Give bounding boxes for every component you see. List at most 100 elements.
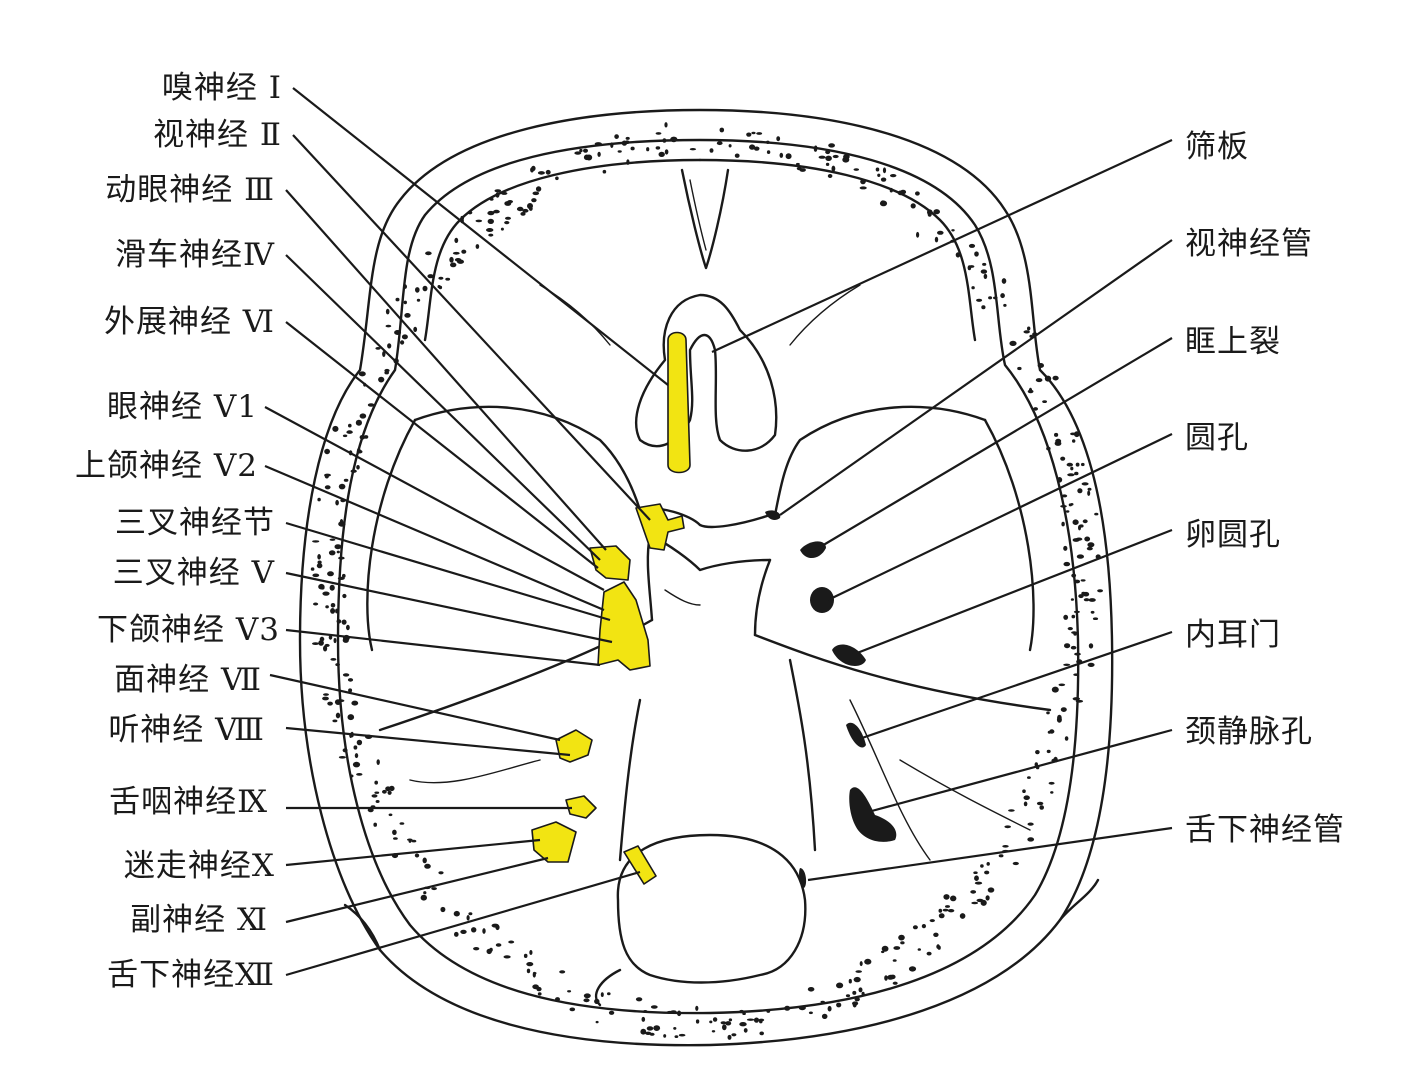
- bone-stipple-dot: [722, 1024, 727, 1031]
- bone-stipple-dot: [725, 1021, 732, 1026]
- bone-stipple-dot: [1057, 714, 1062, 721]
- bone-stipple-dot: [689, 148, 697, 151]
- bone-stipple-dot: [1078, 594, 1084, 599]
- bone-stipple-dot: [355, 419, 362, 426]
- bone-stipple-dot: [1063, 561, 1071, 567]
- bone-stipple-dot: [1087, 490, 1091, 496]
- bone-stipple-dot: [482, 928, 486, 934]
- bone-stipple-dot: [1090, 610, 1095, 614]
- bone-stipple-dot: [422, 857, 427, 864]
- bone-stipple-dot: [753, 1017, 760, 1023]
- bone-stipple-dot: [371, 794, 378, 798]
- bone-stipple-dot: [617, 150, 622, 153]
- bone-stipple-dot: [843, 154, 850, 160]
- bone-stipple-dot: [889, 187, 893, 193]
- bone-stipple-dot: [827, 1005, 832, 1012]
- bone-stipple-dot: [845, 994, 851, 998]
- bone-stipple-dot: [933, 932, 939, 937]
- bone-stipple-dot: [574, 151, 582, 155]
- bone-stipple-dot: [1055, 438, 1062, 444]
- bone-stipple-dot: [403, 300, 407, 305]
- bone-stipple-dot: [853, 976, 861, 983]
- bone-stipple-dot: [1073, 579, 1081, 584]
- bone-stipple-dot: [329, 584, 335, 591]
- bone-stipple-dot: [799, 168, 806, 172]
- bone-stipple-dot: [610, 142, 614, 148]
- bone-stipple-dot: [1074, 652, 1081, 656]
- bone-stipple-dot: [1075, 699, 1084, 703]
- foramina: [765, 510, 897, 888]
- bone-stipple-dot: [438, 871, 444, 875]
- bone-stipple-dot: [335, 499, 339, 506]
- bone-stipple-dot: [796, 162, 800, 166]
- bone-stipple-dot: [674, 1035, 679, 1038]
- left-labels: 嗅神经 Ⅰ 视神经 Ⅱ 动眼神经 Ⅲ 滑车神经Ⅳ 外展神经 Ⅵ 眼神经 Ⅴ1 上…: [75, 70, 281, 993]
- bone-stipple-dot: [500, 227, 504, 231]
- bone-stipple-dot: [759, 1031, 764, 1036]
- bone-stipple-dot: [332, 425, 339, 432]
- bone-stipple-dot: [987, 887, 995, 893]
- bone-stipple-dot: [389, 785, 395, 792]
- bone-stipple-dot: [908, 966, 917, 972]
- bone-stipple-dot: [1027, 389, 1034, 394]
- bone-stipple-dot: [320, 585, 325, 590]
- bone-stipple-dot: [1033, 407, 1038, 411]
- bone-stipple-dot: [1022, 789, 1026, 793]
- bone-stipple-dot: [825, 155, 832, 161]
- bone-stipple-dot: [454, 258, 462, 262]
- bone-stipple-dot: [836, 1002, 842, 1008]
- bone-stipple-dot: [400, 340, 405, 345]
- bone-stipple-dot: [898, 934, 905, 941]
- bone-stipple-dot: [338, 556, 345, 560]
- bone-stipple-dot: [848, 978, 852, 984]
- bone-stipple-dot: [807, 987, 815, 992]
- bone-stipple-dot: [531, 165, 536, 171]
- bone-stipple-dot: [678, 1033, 686, 1037]
- bone-stipple-dot: [504, 221, 510, 225]
- bone-stipple-dot: [916, 231, 920, 238]
- bone-stipple-dot: [955, 252, 961, 258]
- bone-stipple-dot: [751, 131, 756, 135]
- bone-stipple-dot: [1073, 631, 1077, 636]
- label-vagus-nerve: 迷走神经Ⅹ: [124, 848, 275, 884]
- optic-canal-hole: [765, 510, 781, 520]
- bone-stipple-dot: [328, 635, 333, 640]
- bone-stipple-dot: [938, 908, 943, 913]
- bone-stipple-dot: [358, 371, 366, 377]
- bone-stipple-dot: [974, 875, 979, 881]
- bone-stipple-dot: [746, 132, 752, 137]
- bone-stipple-dot: [1074, 471, 1079, 476]
- bone-stipple-dot: [852, 1001, 859, 1006]
- bone-stipple-dot: [356, 448, 361, 454]
- bone-stipple-dot: [712, 1017, 718, 1022]
- bone-stipple-dot: [526, 968, 531, 974]
- optic-nerve: [635, 503, 685, 551]
- bone-stipple-dot: [655, 146, 661, 150]
- bone-stipple-dot: [394, 330, 402, 335]
- cranial-fossae: [366, 168, 1052, 1007]
- bone-stipple-dot: [415, 287, 420, 293]
- bone-stipple-dot: [951, 229, 955, 232]
- bone-stipple-dot: [422, 285, 428, 292]
- bone-stipple-dot: [827, 174, 833, 178]
- bone-stipple-dot: [1027, 822, 1034, 826]
- bone-stipple-dot: [1067, 473, 1075, 477]
- bone-stipple-dot: [431, 887, 437, 891]
- bone-stipple-dot: [508, 940, 515, 944]
- bone-stipple-dot: [1027, 326, 1031, 331]
- label-maxillary-nerve: 上颌神经 Ⅴ2: [75, 448, 258, 484]
- bone-stipple-dot: [338, 521, 346, 527]
- bone-stipple-dot: [1039, 805, 1044, 810]
- bone-stipple-dot: [1058, 683, 1066, 687]
- bone-stipple-dot: [1002, 845, 1009, 848]
- bone-stipple-dot: [1046, 711, 1050, 715]
- bone-stipple-dot: [354, 753, 359, 759]
- bone-stipple-dot: [424, 863, 431, 869]
- bone-stipple-dot: [808, 1011, 813, 1015]
- bone-stipple-dot: [976, 298, 983, 302]
- bone-stipple-dot: [437, 285, 441, 289]
- bone-stipple-dot: [821, 1013, 828, 1020]
- bone-stipple-dot: [1004, 825, 1011, 829]
- bone-stipple-dot: [853, 168, 859, 171]
